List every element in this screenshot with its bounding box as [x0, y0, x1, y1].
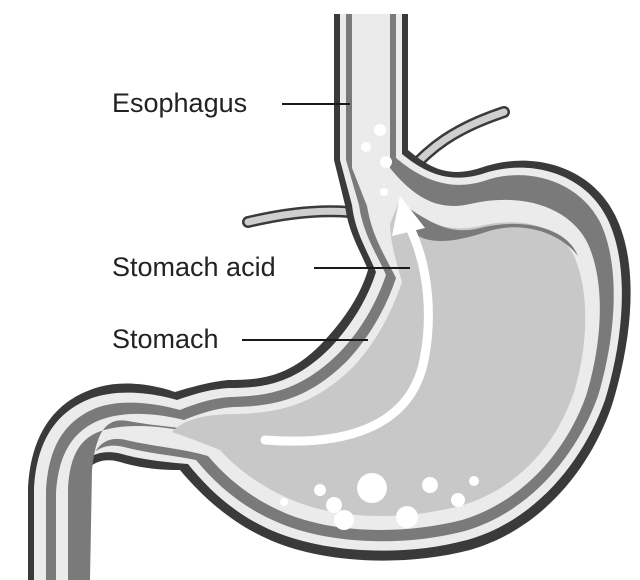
vessel-right	[414, 112, 504, 166]
label-stomach-acid: Stomach acid	[112, 252, 276, 282]
label-stomach: Stomach	[112, 324, 219, 354]
label-esophagus: Esophagus	[112, 88, 247, 118]
